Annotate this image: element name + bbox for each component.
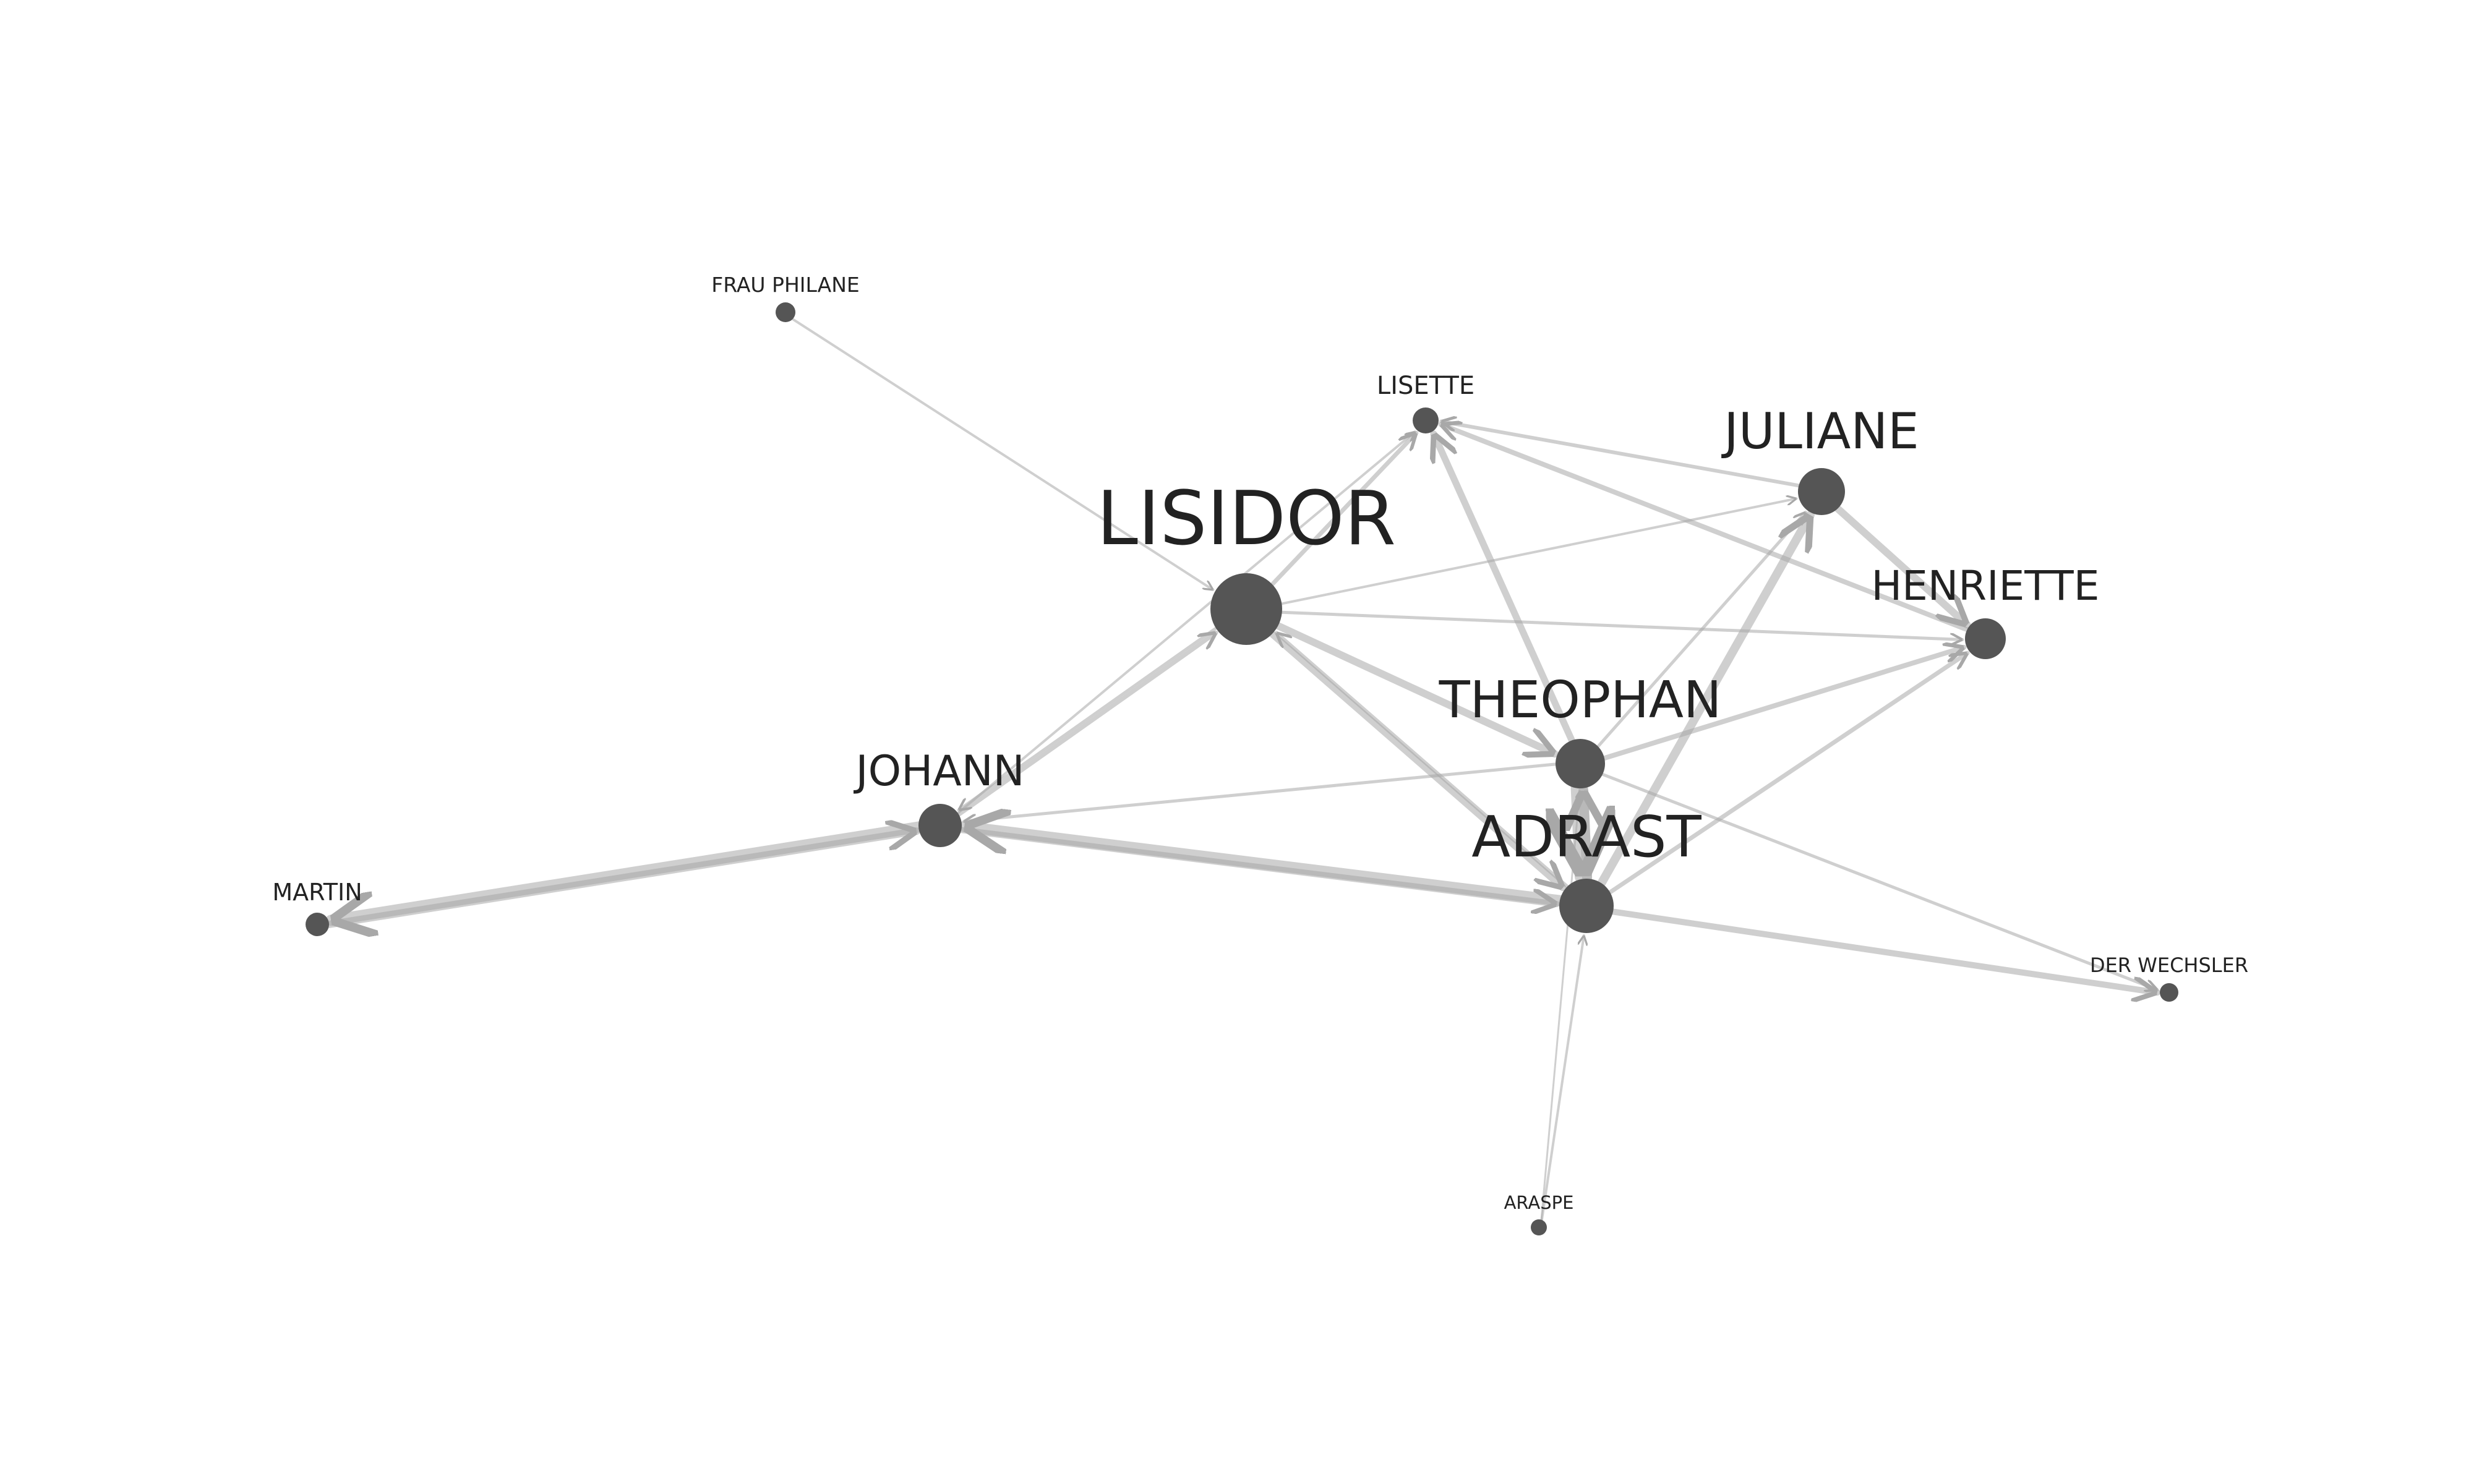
node-dot-juliane[interactable]	[1798, 468, 1845, 515]
node-label-frau-philane: FRAU PHILANE	[711, 273, 860, 297]
edge-theophan-to-der-wechsler	[1601, 772, 2157, 990]
node-adrast[interactable]: ADRAST	[1471, 804, 1702, 933]
edge-theophan-to-juliane	[1596, 512, 1806, 748]
edge-lisidor-to-lisette	[1270, 433, 1416, 587]
edge-johann-to-martin	[325, 821, 924, 921]
node-lisette[interactable]: LISETTE	[1377, 372, 1475, 433]
node-label-der-wechsler: DER WECHSLER	[2090, 953, 2248, 977]
node-dot-johann[interactable]	[918, 804, 962, 847]
edge-lisidor-to-henriette	[1280, 610, 1964, 639]
edge-adrast-to-lisidor	[1277, 633, 1569, 889]
node-dot-adrast[interactable]	[1559, 879, 1614, 933]
edge-henriette-to-lisette	[1440, 424, 1970, 633]
node-dot-henriette[interactable]	[1965, 618, 2006, 659]
edge-johann-to-lisidor	[956, 633, 1216, 817]
edges-layer	[325, 318, 2160, 1221]
node-label-johann: JOHANN	[854, 747, 1025, 796]
node-label-lisidor: LISIDOR	[1097, 476, 1396, 562]
edge-johann-to-adrast	[958, 827, 1560, 904]
edge-adrast-to-der-wechsler	[1610, 908, 2160, 992]
edge-martin-to-johann	[325, 831, 920, 928]
edge-lisidor-to-adrast	[1269, 630, 1563, 887]
node-der-wechsler[interactable]: DER WECHSLER	[2090, 953, 2248, 1002]
edge-juliane-to-henriette	[1834, 505, 1967, 625]
node-label-henriette: HENRIETTE	[1872, 562, 2100, 610]
node-henriette[interactable]: HENRIETTE	[1872, 562, 2100, 659]
node-theophan[interactable]: THEOPHAN	[1439, 671, 1722, 788]
node-araspe[interactable]: ARASPE	[1504, 1192, 1574, 1235]
edge-adrast-to-juliane	[1597, 515, 1815, 888]
edge-johann-to-lisette	[956, 432, 1415, 814]
edge-adrast-to-theophan	[1583, 785, 1587, 884]
node-dot-martin[interactable]	[306, 913, 329, 936]
node-label-araspe: ARASPE	[1504, 1192, 1574, 1213]
edge-lisidor-to-johann	[959, 626, 1218, 810]
edge-theophan-to-johann	[962, 762, 1557, 821]
node-dot-theophan[interactable]	[1556, 739, 1605, 788]
node-martin[interactable]: MARTIN	[272, 879, 362, 936]
edge-araspe-to-adrast	[1540, 934, 1584, 1221]
edge-theophan-to-henriette	[1602, 647, 1964, 761]
edge-juliane-to-lisette	[1439, 422, 1801, 488]
edge-frau-philane-to-lisidor	[791, 318, 1213, 591]
edge-theophan-to-lisette	[1434, 434, 1575, 744]
edge-lisidor-to-theophan	[1274, 622, 1554, 754]
nodes-layer: LISIDOR ADRAST THEOPHAN JOHANN JULIANE HENRIE…	[272, 273, 2248, 1235]
node-dot-frau-philane[interactable]	[776, 302, 795, 322]
node-label-juliane: JULIANE	[1721, 403, 1919, 460]
node-juliane[interactable]: JULIANE	[1721, 403, 1919, 515]
node-johann[interactable]: JOHANN	[854, 747, 1025, 847]
node-label-theophan: THEOPHAN	[1439, 671, 1722, 730]
node-label-martin: MARTIN	[272, 879, 362, 906]
node-lisidor[interactable]: LISIDOR	[1097, 476, 1396, 645]
edge-araspe-to-theophan	[1540, 790, 1580, 1221]
node-label-lisette: LISETTE	[1377, 372, 1475, 400]
edge-adrast-to-johann	[959, 827, 1565, 906]
node-label-adrast: ADRAST	[1471, 804, 1701, 870]
edge-lisidor-to-juliane	[1280, 498, 1798, 605]
node-dot-lisidor[interactable]	[1210, 573, 1282, 645]
edge-adrast-to-henriette	[1607, 650, 1967, 895]
node-dot-araspe[interactable]	[1531, 1219, 1547, 1235]
node-frau-philane[interactable]: FRAU PHILANE	[711, 273, 860, 322]
node-dot-der-wechsler[interactable]	[2160, 983, 2178, 1002]
node-dot-lisette[interactable]	[1413, 407, 1439, 433]
